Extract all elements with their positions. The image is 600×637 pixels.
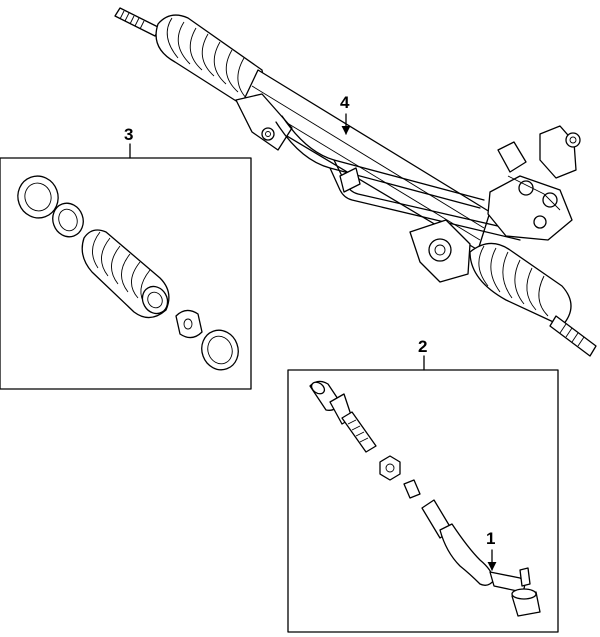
rack-right-mount-housing [409,219,471,283]
boot-kit-box [0,157,252,390]
outer-tie-rod-end [421,499,541,617]
tie-rod-kit-box [287,369,559,633]
rack-hydraulic-lines [275,115,525,241]
callout-3-label: 3 [124,125,133,144]
tie-rod-kit-group: 2 1 [287,337,559,633]
inner-tie-rod [309,380,377,453]
rack-pinion-valve-body [487,125,581,241]
boot-kit-bellows-boot [81,229,170,319]
rack-left-mount-bracket [235,93,293,151]
boot-kit-collar [175,309,203,339]
tie-rod-sleeve [403,479,421,499]
callout-1: 1 [486,529,497,571]
tie-rod-hex-nut [379,455,401,481]
boot-kit-small-ring [52,202,84,238]
rack-housing-plug [339,167,361,193]
rack-left-bellows-boot [155,14,264,107]
callout-2-label: 2 [418,337,427,356]
steering-rack-assembly: 4 [114,7,597,357]
callout-4-label: 4 [340,93,350,112]
rack-left-shaft-end [114,7,161,37]
callout-4: 4 [340,93,351,135]
boot-kit-large-ring [17,175,59,219]
rack-housing-tube [239,69,491,251]
callout-1-label: 1 [486,529,495,548]
boot-kit-clamp-ring [201,329,239,371]
boot-kit-group: 3 [0,125,252,390]
rack-right-bellows-boot [469,242,572,327]
rack-right-shaft-end [549,315,597,357]
